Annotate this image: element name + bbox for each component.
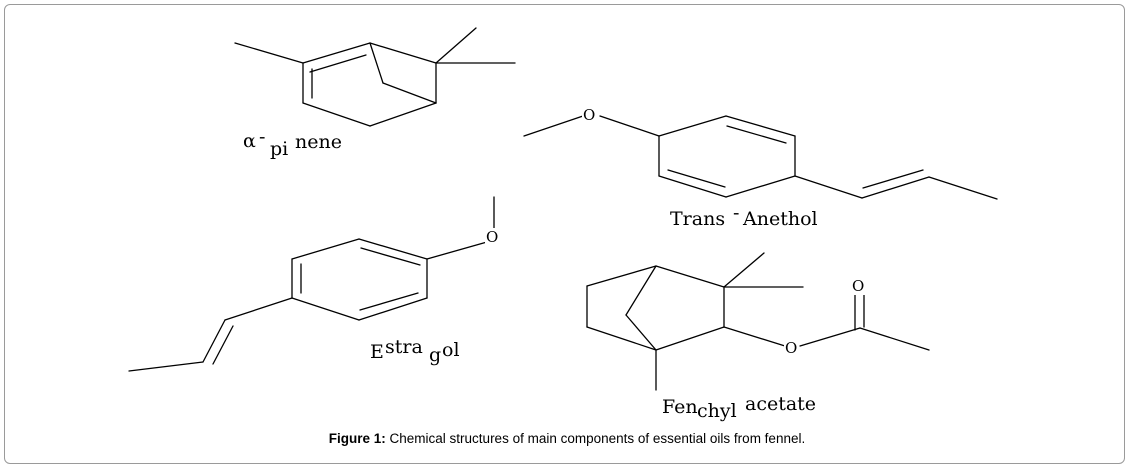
alpha-pinene-name-part3: pi [270,138,288,160]
fenchyl-acetate-name-part1: Fen [662,396,698,418]
estragol-structure: O [128,196,500,372]
trans-anethol-structure: O [523,106,998,200]
trans-anethol-oxygen: O [583,106,595,124]
alpha-pinene-name-part4: nene [295,131,342,153]
alpha-pinene-name-part2: - [259,126,265,148]
fenchyl-acetate-ester-oxygen: O [785,339,797,357]
caption-text: Chemical structures of main components o… [385,431,806,446]
figure-frame [4,4,1125,464]
fenchyl-acetate-name-part3: acetate [745,393,816,415]
chemical-structures: α - pi nene O Trans - Anethol [128,27,998,422]
estragol-name-part1: E [370,341,384,363]
estragol-name-part3: g [429,344,441,366]
alpha-pinene-structure [234,27,516,127]
trans-anethol-name-part2: - [733,202,739,224]
trans-anethol-name-part3: Anethol [742,208,818,230]
caption-label: Figure 1: [328,431,386,446]
alpha-pinene-name-part1: α [243,130,256,152]
trans-anethol-label: Trans - Anethol [670,202,818,230]
figure-caption: Figure 1: Chemical structures of main co… [0,431,1134,446]
estragol-label: E stra g ol [370,336,460,366]
estragol-oxygen: O [486,228,498,246]
fenchyl-acetate-label: Fen chyl acetate [662,393,816,422]
fenchyl-acetate-carbonyl-oxygen: O [852,277,864,295]
estragol-name-part4: ol [442,339,460,361]
fenchyl-acetate-structure: O O [586,252,930,391]
fenchyl-acetate-name-part2: chyl [697,400,737,422]
estragol-name-part2: stra [385,336,423,358]
alpha-pinene-label: α - pi nene [243,126,342,160]
trans-anethol-name-part1: Trans [670,208,725,230]
